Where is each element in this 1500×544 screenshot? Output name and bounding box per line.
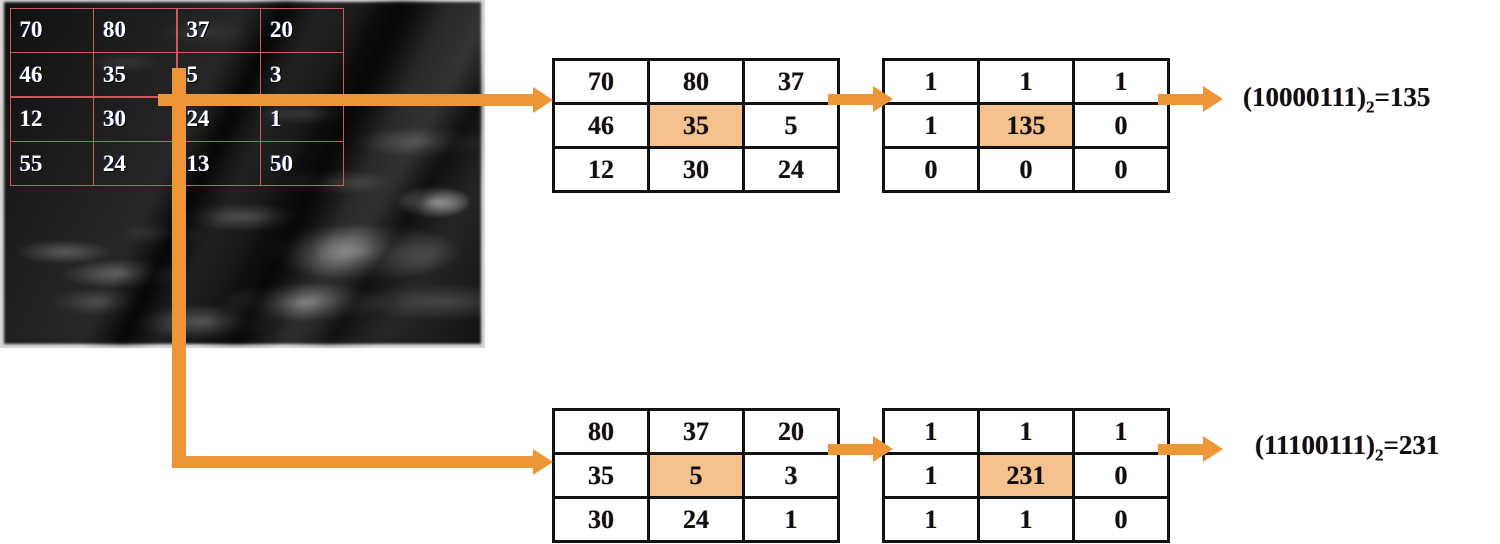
result1-base: 2 bbox=[1366, 97, 1375, 117]
binary2-cell: 1 bbox=[882, 496, 980, 543]
pixel-cell: 55 bbox=[9, 141, 94, 186]
table-row: 1 1 1 bbox=[882, 58, 1170, 105]
binary1-cell: 1 bbox=[1072, 58, 1170, 105]
window2-cell: 30 bbox=[552, 496, 650, 543]
pixel-cell: 13 bbox=[176, 141, 261, 186]
pixel-cell: 20 bbox=[260, 7, 344, 53]
binary1-cell: 1 bbox=[977, 58, 1075, 105]
arrow-binary2-to-result2 bbox=[1203, 436, 1223, 462]
pixel-cell: 46 bbox=[9, 52, 94, 97]
window2-cell: 24 bbox=[647, 496, 745, 543]
arrow-window1-to-binary1 bbox=[873, 86, 893, 112]
window2-cell: 20 bbox=[742, 408, 840, 455]
binary-matrix-1: 1 1 1 1 135 0 0 0 0 bbox=[882, 58, 1170, 193]
connector-binary1-to-result1 bbox=[1158, 94, 1210, 105]
arrow-to-window-2 bbox=[533, 449, 553, 475]
binary-matrix-2: 1 1 1 1 231 0 1 1 0 bbox=[882, 408, 1170, 543]
binary2-cell: 1 bbox=[1072, 408, 1170, 455]
window1-cell: 46 bbox=[552, 102, 650, 149]
binary1-center-value: 135 bbox=[977, 102, 1075, 149]
result2-decimal-text: =231 bbox=[1383, 430, 1440, 460]
window1-cell: 5 bbox=[742, 102, 840, 149]
window2-cell: 80 bbox=[552, 408, 650, 455]
table-row: 1 231 0 bbox=[882, 452, 1170, 499]
result-formula-2: (11100111)2=231 bbox=[1255, 430, 1439, 465]
table-row: 80 37 20 bbox=[552, 408, 840, 455]
window2-cell: 37 bbox=[647, 408, 745, 455]
binary2-cell: 1 bbox=[882, 408, 980, 455]
binary1-cell: 0 bbox=[1072, 102, 1170, 149]
table-row: 70 80 37 bbox=[552, 58, 840, 105]
window2-cell: 35 bbox=[552, 452, 650, 499]
window2-cell: 3 bbox=[742, 452, 840, 499]
table-row: 30 24 1 bbox=[552, 496, 840, 543]
window1-cell: 37 bbox=[742, 58, 840, 105]
window2-cell: 1 bbox=[742, 496, 840, 543]
binary1-cell: 1 bbox=[882, 102, 980, 149]
window1-cell: 70 bbox=[552, 58, 650, 105]
crosshair-vertical-line bbox=[172, 68, 186, 468]
table-row: 12 30 24 bbox=[552, 146, 840, 193]
pixel-cell: 24 bbox=[93, 141, 177, 186]
result2-binary-text: (11100111) bbox=[1255, 430, 1376, 460]
pixel-cell: 5 bbox=[176, 52, 261, 97]
result1-decimal-text: =135 bbox=[1374, 82, 1431, 112]
pixel-cell: 12 bbox=[9, 96, 94, 142]
neighborhood-window-1: 70 80 37 46 35 5 12 30 24 bbox=[552, 58, 840, 193]
table-row: 1 1 1 bbox=[882, 408, 1170, 455]
pixel-cell: 70 bbox=[9, 7, 94, 53]
table-row: 1 1 0 bbox=[882, 496, 1170, 543]
binary2-cell: 1 bbox=[882, 452, 980, 499]
window1-cell: 80 bbox=[647, 58, 745, 105]
result1-binary-text: (10000111) bbox=[1243, 82, 1367, 112]
connector-window2-to-binary2 bbox=[828, 444, 880, 455]
pixel-cell: 50 bbox=[260, 141, 344, 186]
result-formula-1: (10000111)2=135 bbox=[1243, 82, 1430, 117]
connector-window1-to-binary1 bbox=[828, 94, 880, 105]
pixel-cell: 80 bbox=[93, 7, 177, 53]
binary2-cell: 1 bbox=[977, 496, 1075, 543]
neighborhood-window-2: 80 37 20 35 5 3 30 24 1 bbox=[552, 408, 840, 543]
table-row: 0 0 0 bbox=[882, 146, 1170, 193]
table-row: 35 5 3 bbox=[552, 452, 840, 499]
arrow-window2-to-binary2 bbox=[873, 436, 893, 462]
window1-cell: 12 bbox=[552, 146, 650, 193]
connector-binary2-to-result2 bbox=[1158, 444, 1210, 455]
table-row: 46 35 5 bbox=[552, 102, 840, 149]
binary2-center-value: 231 bbox=[977, 452, 1075, 499]
binary1-cell: 0 bbox=[977, 146, 1075, 193]
crosshair-horizontal-line bbox=[158, 94, 540, 106]
binary1-cell: 1 bbox=[882, 58, 980, 105]
pixel-cell: 3 bbox=[260, 52, 344, 97]
arrow-binary1-to-result1 bbox=[1203, 86, 1223, 112]
table-row: 1 135 0 bbox=[882, 102, 1170, 149]
arrow-to-window-1 bbox=[533, 87, 553, 113]
binary1-cell: 0 bbox=[1072, 146, 1170, 193]
binary2-cell: 1 bbox=[977, 408, 1075, 455]
pixel-cell: 35 bbox=[93, 52, 177, 97]
result2-base: 2 bbox=[1375, 445, 1384, 465]
binary2-cell: 0 bbox=[1072, 496, 1170, 543]
window1-cell: 24 bbox=[742, 146, 840, 193]
binary1-cell: 0 bbox=[882, 146, 980, 193]
window2-center-cell: 5 bbox=[647, 452, 745, 499]
elbow-horizontal-line bbox=[172, 456, 540, 468]
window1-cell: 30 bbox=[647, 146, 745, 193]
pixel-cell: 37 bbox=[176, 7, 261, 53]
window1-center-cell: 35 bbox=[647, 102, 745, 149]
binary2-cell: 0 bbox=[1072, 452, 1170, 499]
